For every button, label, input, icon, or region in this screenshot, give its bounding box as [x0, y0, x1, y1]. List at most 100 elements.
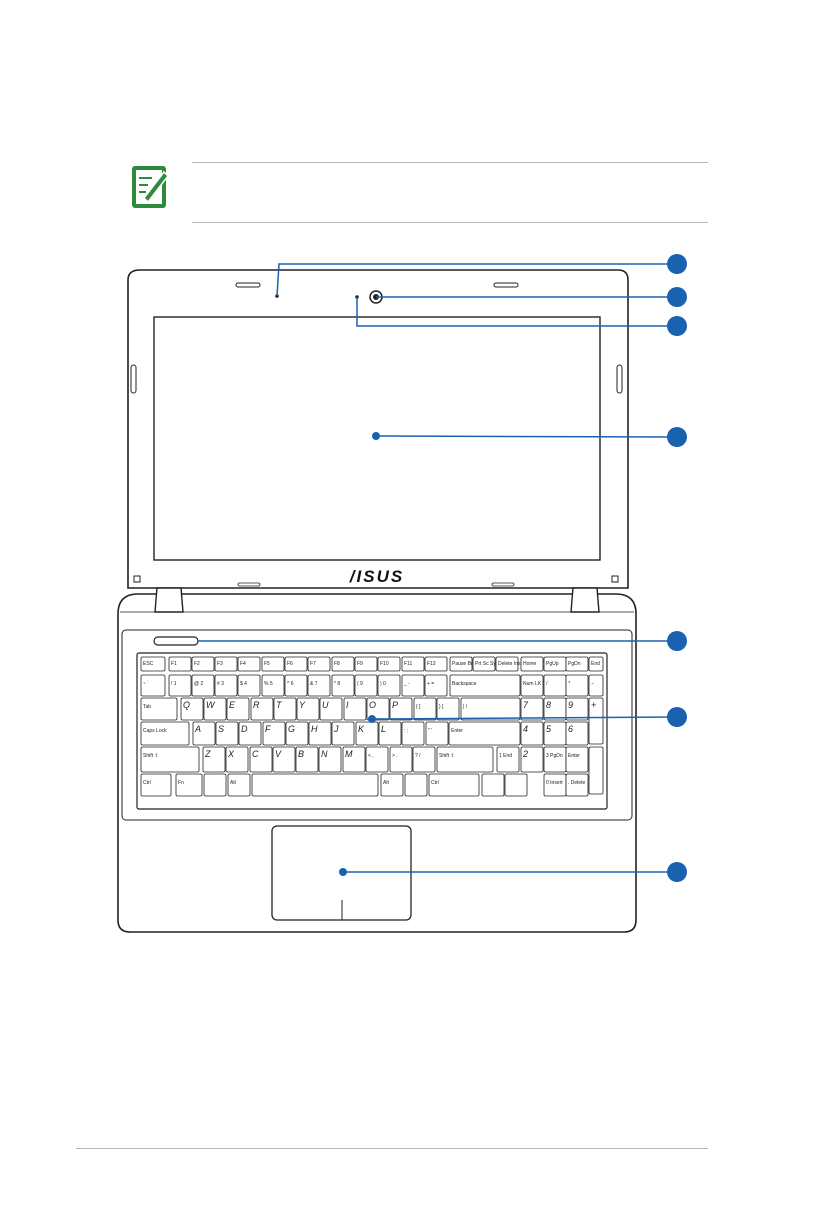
keyboard-key[interactable] — [273, 697, 297, 721]
keyboard-key[interactable] — [227, 773, 251, 797]
keyboard-key[interactable] — [355, 721, 379, 746]
keyboard-key[interactable] — [140, 697, 178, 721]
keyboard-key[interactable] — [215, 721, 239, 746]
keyboard-key[interactable] — [520, 721, 544, 746]
keyboard-key[interactable] — [331, 656, 355, 672]
keyboard-key[interactable] — [424, 674, 448, 697]
keyboard-key[interactable] — [436, 697, 460, 721]
keyboard-key[interactable] — [308, 721, 332, 746]
key-label: M — [345, 749, 353, 759]
keyboard-key[interactable] — [401, 721, 425, 746]
keyboard-key[interactable] — [272, 746, 296, 773]
keyboard-key[interactable] — [249, 746, 273, 773]
keyboard-key[interactable] — [378, 721, 402, 746]
keyboard-key[interactable] — [331, 674, 355, 697]
keyboard-key[interactable] — [366, 697, 390, 721]
keyboard-key[interactable] — [496, 746, 520, 773]
keyboard-key[interactable] — [140, 721, 190, 746]
keyboard-key[interactable] — [343, 697, 367, 721]
keyboard-key[interactable] — [140, 674, 166, 697]
keyboard-key[interactable] — [180, 697, 204, 721]
keyboard-key[interactable] — [413, 697, 437, 721]
keyboard-key[interactable] — [168, 674, 192, 697]
keyboard-key[interactable] — [472, 656, 496, 672]
keyboard-key[interactable] — [214, 656, 238, 672]
keyboard-key[interactable] — [565, 773, 589, 797]
keyboard-key[interactable] — [425, 721, 449, 746]
keyboard-key[interactable] — [250, 697, 274, 721]
keyboard-key[interactable] — [261, 656, 285, 672]
keyboard-key[interactable] — [495, 656, 519, 672]
hinge-left — [154, 587, 184, 613]
keyboard-key[interactable] — [380, 773, 404, 797]
keyboard-key[interactable] — [214, 674, 238, 697]
keyboard-key[interactable] — [377, 674, 401, 697]
keyboard-key[interactable] — [284, 656, 308, 672]
keyboard-key[interactable] — [401, 674, 425, 697]
keyboard-key[interactable] — [565, 746, 589, 773]
keyboard-key[interactable] — [168, 656, 192, 672]
keyboard-key[interactable] — [565, 721, 589, 746]
keyboard-key[interactable] — [296, 697, 320, 721]
keyboard-key[interactable] — [342, 746, 366, 773]
power-button[interactable] — [153, 636, 199, 646]
keyboard-key[interactable] — [460, 697, 521, 721]
keyboard-key[interactable] — [504, 773, 528, 797]
keyboard-key[interactable] — [238, 721, 262, 746]
keyboard-key[interactable] — [401, 656, 425, 672]
keyboard-key[interactable] — [237, 674, 261, 697]
keyboard-key[interactable] — [404, 773, 428, 797]
keyboard-key[interactable] — [424, 656, 448, 672]
keyboard-key[interactable] — [140, 773, 172, 797]
keyboard-key[interactable] — [520, 674, 544, 697]
keyboard-key[interactable] — [307, 674, 331, 697]
keyboard-key[interactable] — [331, 721, 355, 746]
keyboard-key[interactable] — [365, 746, 389, 773]
keyboard-key[interactable] — [448, 721, 521, 746]
keyboard-key[interactable] — [588, 656, 604, 672]
keyboard-key[interactable] — [237, 656, 261, 672]
keyboard-key[interactable] — [354, 674, 378, 697]
keyboard-key[interactable] — [412, 746, 436, 773]
keyboard-key[interactable] — [436, 746, 494, 773]
keyboard-key[interactable] — [565, 697, 589, 721]
keyboard-key[interactable] — [520, 656, 544, 672]
keyboard-key[interactable] — [261, 674, 285, 697]
key-label: ^ 6 — [287, 681, 294, 687]
keyboard-key[interactable] — [354, 656, 378, 672]
keyboard-key[interactable] — [565, 656, 589, 672]
keyboard-key[interactable] — [481, 773, 505, 797]
keyboard-key[interactable] — [319, 697, 343, 721]
keyboard-key[interactable] — [389, 697, 413, 721]
keyboard-key[interactable] — [588, 746, 604, 795]
keyboard-key[interactable] — [191, 674, 215, 697]
keyboard-key[interactable] — [307, 656, 331, 672]
keyboard-key[interactable] — [389, 746, 413, 773]
keyboard-key[interactable] — [565, 674, 589, 697]
keyboard-key[interactable] — [191, 656, 215, 672]
keyboard-key[interactable] — [226, 697, 250, 721]
keyboard-key[interactable] — [449, 656, 473, 672]
keyboard-key[interactable] — [175, 773, 203, 797]
keyboard-key[interactable] — [588, 674, 604, 697]
keyboard-key[interactable] — [543, 746, 567, 773]
keyboard-key[interactable] — [140, 746, 200, 773]
keyboard-key[interactable] — [203, 773, 227, 797]
keyboard-key[interactable] — [377, 656, 401, 672]
keyboard-key[interactable] — [520, 697, 544, 721]
keyboard-key[interactable] — [449, 674, 521, 697]
keyboard-key[interactable] — [295, 746, 319, 773]
keyboard-key[interactable] — [318, 746, 342, 773]
keyboard-key[interactable] — [203, 697, 227, 721]
keyboard-key[interactable] — [202, 746, 226, 773]
keyboard-key[interactable] — [520, 746, 544, 773]
keyboard-key[interactable] — [140, 656, 166, 672]
keyboard-key[interactable] — [588, 697, 604, 745]
keyboard-key[interactable] — [251, 773, 379, 797]
keyboard-key[interactable] — [285, 721, 309, 746]
keyboard-key[interactable] — [428, 773, 480, 797]
keyboard-key[interactable] — [225, 746, 249, 773]
keyboard-key[interactable] — [262, 721, 286, 746]
keyboard-key[interactable] — [192, 721, 216, 746]
keyboard-key[interactable] — [284, 674, 308, 697]
